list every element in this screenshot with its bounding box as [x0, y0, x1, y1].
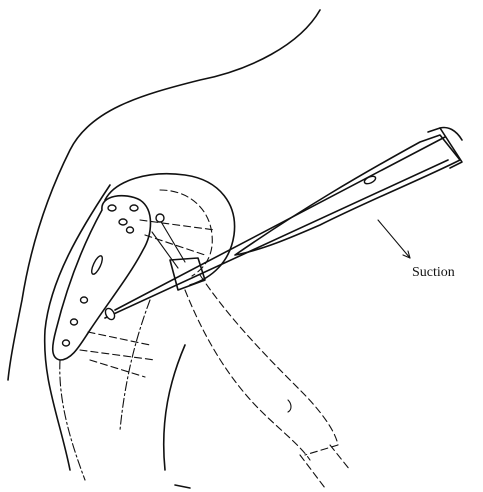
forearm-dashed-outline-2	[184, 289, 311, 461]
plate-hole-6	[69, 318, 79, 326]
retractor-line	[159, 219, 186, 263]
forearm-dashed-outline	[199, 274, 339, 456]
humeral-head-dashed	[159, 189, 213, 277]
suction-tube-upper	[114, 136, 446, 311]
screw-5	[139, 219, 216, 231]
lower-contour	[174, 484, 191, 489]
plate-hole-7	[61, 339, 71, 347]
suction-label: Suction	[412, 265, 455, 280]
plate-hole-3	[129, 204, 139, 212]
suction-connector	[427, 127, 463, 169]
retractor-line-2	[151, 231, 179, 269]
retractor-blade	[169, 257, 206, 291]
screw-2	[79, 349, 156, 361]
elbow-dashed-2	[299, 454, 326, 489]
plate-hole-2	[118, 218, 128, 226]
screw-3	[89, 359, 146, 378]
suction-handle	[234, 134, 461, 256]
screw-1	[87, 331, 151, 346]
elbow-dashed	[329, 444, 351, 471]
screw-4	[144, 234, 206, 256]
suction-leader-arrow	[402, 250, 411, 259]
bone-plate	[51, 194, 152, 361]
arm-outer-contour	[43, 184, 111, 471]
humeral-head	[104, 172, 236, 286]
plate-hole-5	[79, 296, 89, 304]
suction-tube-tip	[104, 307, 116, 321]
forearm-mark	[287, 399, 292, 413]
suction-connector-end	[439, 126, 463, 141]
shoulder-outline	[7, 9, 321, 381]
plate-hole-4	[125, 226, 135, 234]
humerus-shaft-dashed-2	[119, 299, 151, 431]
plate-hole-1	[107, 204, 117, 212]
humerus-shaft-dashed	[59, 359, 86, 481]
suction-leader-line	[377, 219, 411, 259]
guide-pin-head	[155, 213, 165, 223]
suction-tube-lower	[104, 159, 449, 319]
arm-inner-contour	[162, 344, 186, 471]
suction-vent-hole	[363, 175, 377, 185]
plate-slot	[91, 255, 103, 275]
